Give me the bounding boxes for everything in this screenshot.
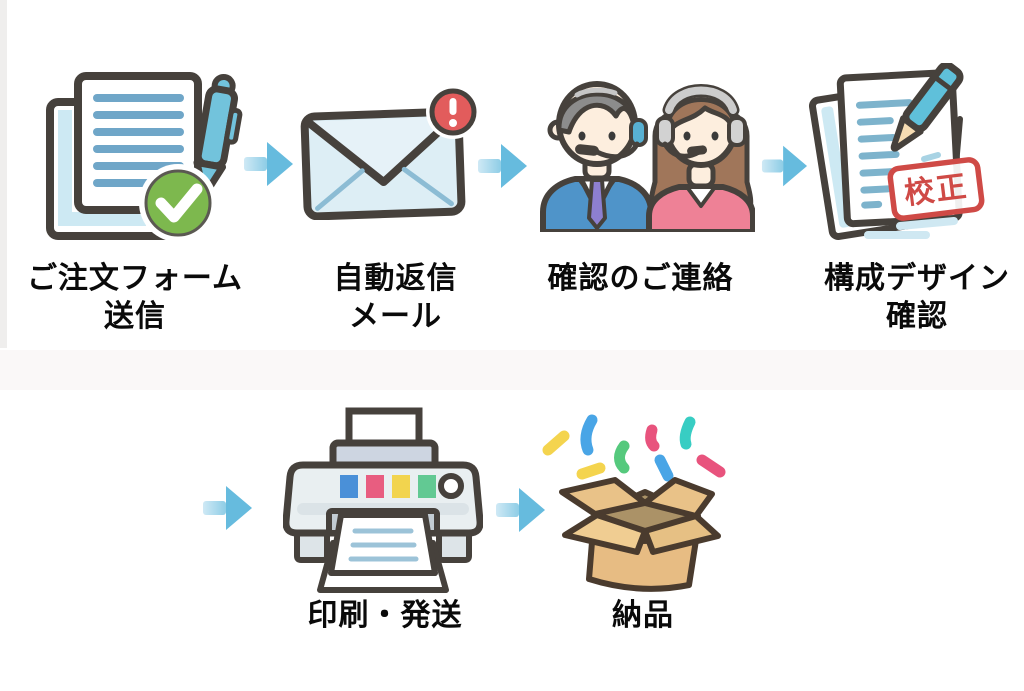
step-label-line2: 確認	[886, 300, 948, 333]
open-box	[559, 477, 721, 592]
step-label-line1: 自動返信	[333, 262, 458, 295]
check-badge	[139, 164, 217, 242]
proofread-document-icon-svg: 校正	[808, 63, 985, 240]
step-label-4: 構成デザイン 確認	[806, 260, 1024, 336]
support-agents-icon	[535, 70, 755, 232]
background-row-band	[0, 350, 1024, 390]
step-label-6: 納品	[533, 597, 753, 635]
proofreading-stamp: 校正	[887, 157, 985, 221]
ear-cup-left	[655, 116, 675, 147]
arrow-head	[267, 142, 293, 186]
mail-alert-icon	[300, 78, 480, 220]
pencil-icon	[890, 63, 964, 152]
background-edge-strip	[0, 0, 7, 348]
male-agent	[540, 81, 654, 232]
arrow-tail	[203, 501, 226, 515]
step-label-line1: ご注文フォーム	[26, 262, 244, 295]
step-label-3: 確認のご連絡	[528, 260, 753, 298]
ear-cup-right	[727, 116, 747, 147]
arrow-tail	[244, 157, 267, 171]
arrow-head	[501, 144, 527, 188]
envelope	[300, 107, 466, 220]
delivery-box-icon	[540, 408, 730, 598]
step-label-1: ご注文フォーム 送信	[15, 260, 255, 336]
female-agent	[646, 84, 755, 232]
flow-arrow-2	[478, 144, 527, 188]
headset-mic	[575, 144, 599, 156]
step-label-line2: 送信	[104, 300, 166, 333]
arrow-head	[226, 486, 252, 530]
step-label-line1: 納品	[612, 599, 674, 632]
arrow-head	[783, 145, 808, 187]
step-label-line1: 構成デザイン	[824, 262, 1010, 295]
flow-arrow-5	[496, 488, 545, 532]
mail-alert-icon-svg	[300, 85, 480, 220]
delivery-box-icon-svg	[542, 414, 726, 592]
step-label-2: 自動返信 メール	[288, 260, 503, 336]
support-agents-icon-svg	[540, 81, 755, 232]
printer-icon-svg	[283, 407, 483, 593]
document-check-icon	[40, 66, 255, 251]
step-label-line2: メール	[349, 300, 442, 333]
printed-lines	[348, 528, 419, 562]
document-check-icon-svg	[46, 72, 243, 242]
arrow-head	[519, 488, 545, 532]
arrow-tail	[761, 159, 784, 173]
text-lines	[855, 99, 913, 209]
step-label-5: 印刷・発送	[275, 597, 495, 635]
printer-icon	[283, 403, 483, 595]
alert-badge	[426, 85, 480, 139]
arrow-tail	[478, 159, 501, 173]
power-button	[438, 473, 464, 499]
step-label-line1: 印刷・発送	[307, 599, 463, 632]
headset-mic	[687, 145, 708, 156]
headband	[665, 86, 737, 114]
flow-arrow-4	[203, 486, 252, 530]
step-label-line1: 確認のご連絡	[547, 262, 734, 295]
headset-earpiece	[629, 118, 648, 147]
arrow-tail	[496, 503, 519, 517]
confetti	[542, 414, 726, 482]
ink-cartridges	[340, 475, 436, 498]
flow-arrow-3	[761, 145, 808, 187]
stamp-text: 校正	[902, 169, 970, 211]
proofread-document-icon: 校正	[808, 63, 1008, 253]
flow-arrow-1	[244, 142, 293, 186]
